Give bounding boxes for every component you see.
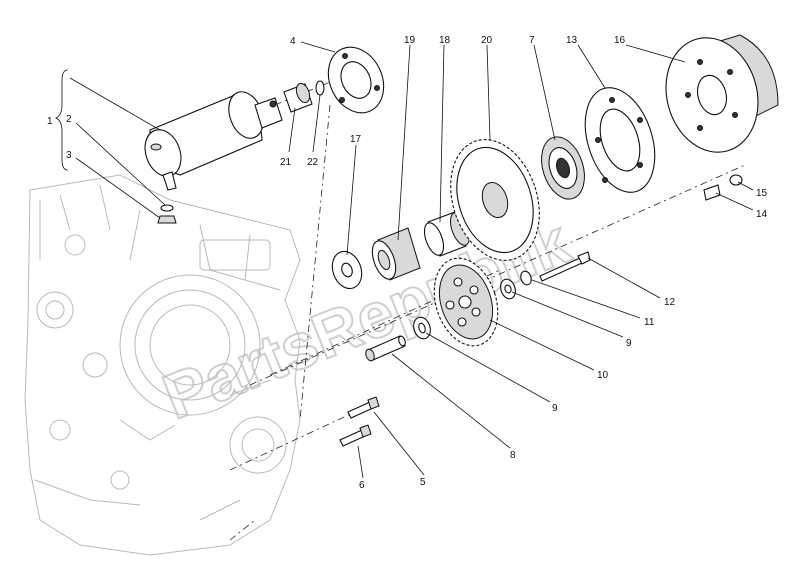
callout-1: 1 (47, 116, 53, 127)
callout-17: 17 (350, 134, 362, 145)
starter-motor (144, 91, 283, 191)
freewheel-clutch (541, 136, 585, 200)
starter-gear-small (433, 257, 499, 347)
thrust-washer (331, 250, 363, 290)
callout-6: 6 (359, 480, 365, 491)
flywheel-hub (584, 87, 656, 193)
callout-14: 14 (756, 209, 768, 220)
needle-bearing (371, 227, 421, 281)
gear-shaft (365, 335, 406, 362)
callout-21: 21 (280, 157, 292, 168)
bushing (423, 211, 471, 257)
flywheel-bolt (703, 184, 721, 201)
callout-2: 2 (66, 114, 72, 125)
flywheel (665, 34, 779, 153)
callout-9-upper: 9 (626, 338, 632, 349)
callout-11: 11 (644, 317, 655, 328)
callout-15: 15 (756, 188, 768, 199)
callout-7: 7 (529, 35, 535, 46)
callout-4: 4 (290, 36, 296, 47)
callout-10: 10 (597, 370, 609, 381)
cover-plate (327, 46, 385, 114)
washer-upper (500, 278, 516, 300)
cap-screw-upper (347, 396, 380, 419)
callout-12: 12 (664, 297, 676, 308)
callout-20: 20 (481, 35, 493, 46)
callout-bracket (55, 69, 69, 171)
circlip-small (520, 270, 532, 286)
circlip (315, 80, 325, 96)
engine-crankcase-ghost (24, 174, 301, 556)
callout-labels: 1 2 3 4 19 18 20 7 13 16 17 21 22 15 14 … (47, 35, 768, 491)
callout-19: 19 (404, 35, 416, 46)
callout-16: 16 (614, 35, 626, 46)
callout-13: 13 (566, 35, 578, 46)
cap-screw-lower (339, 424, 372, 447)
callout-5: 5 (420, 477, 426, 488)
starter-pinion (283, 82, 313, 113)
callout-22: 22 (307, 157, 319, 168)
callout-9-lower: 9 (552, 403, 558, 414)
idler-gear-large (450, 139, 540, 261)
callout-18: 18 (439, 35, 451, 46)
starter-washer-and-nut (157, 204, 177, 224)
callout-3: 3 (66, 150, 72, 161)
leader-lines (69, 41, 754, 479)
callout-8: 8 (510, 450, 516, 461)
long-bolt (539, 251, 591, 282)
